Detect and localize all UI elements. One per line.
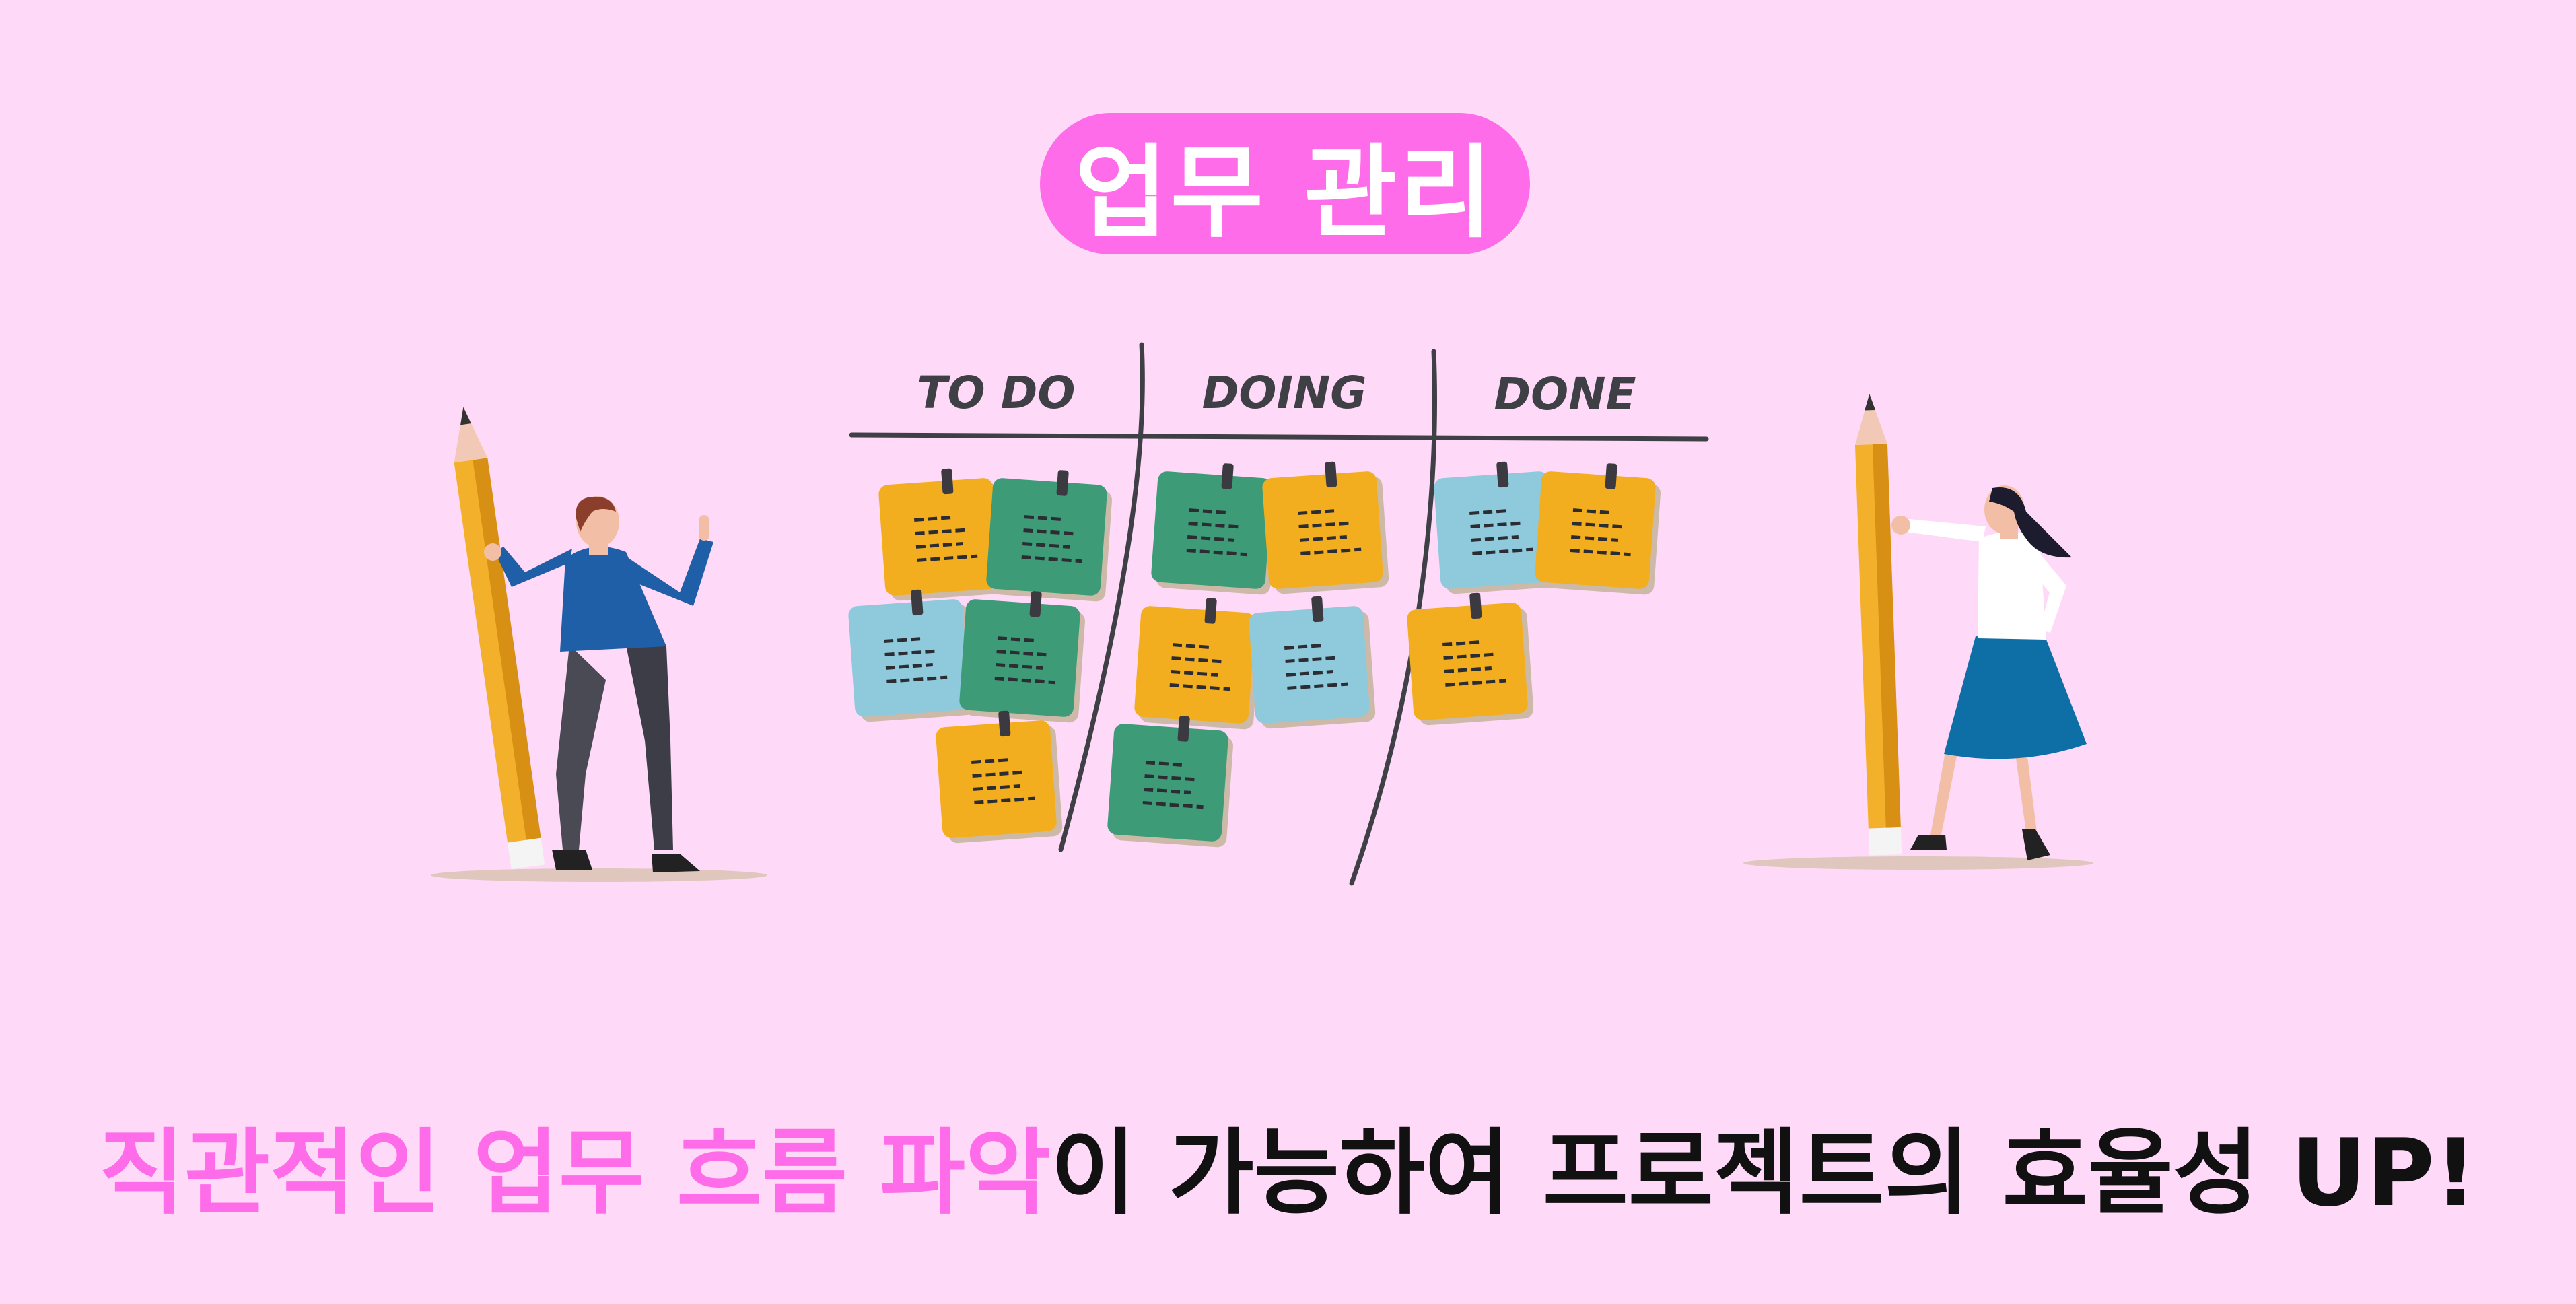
pin-icon [1311,596,1324,623]
sticky-note [1262,461,1389,594]
pin-icon [998,710,1011,737]
sticky-note [1535,463,1661,595]
pin-icon [1029,591,1042,617]
woman-figure [1891,485,2087,860]
sticky-note [1249,596,1376,729]
board-horizontal-line [849,432,1709,442]
sticky-note [878,468,1006,601]
tagline-highlight: 직관적인 업무 흐름 파악 [99,1119,1051,1227]
sticky-note [1134,598,1260,730]
sticky-note [959,591,1085,723]
woman-shadow [1743,856,2093,870]
sticky-note [1434,461,1561,594]
left-pencil [454,407,545,870]
column-label-doing: DOING [1202,367,1367,419]
man-shadow [431,868,767,882]
pin-icon [941,468,954,495]
board-divider-1 [1058,342,1145,852]
sticky-note [1107,716,1233,848]
title-badge: 업무 관리 [1040,113,1530,254]
tagline-rest: 이 가능하여 프로젝트의 효율성 UP! [1050,1119,2477,1227]
pin-icon [1496,461,1509,488]
sticky-note [1407,592,1534,726]
pin-icon [1177,716,1190,742]
pin-icon [1221,463,1234,489]
title-text: 업무 관리 [1074,134,1496,252]
sticky-note [986,470,1112,602]
sticky-note [848,589,975,722]
right-pencil [1854,394,1902,856]
column-label-done: DONE [1494,368,1636,420]
sticky-note [1151,463,1277,595]
pin-icon [1204,598,1217,624]
pin-icon [1469,592,1482,619]
column-label-todo: TO DO [917,367,1076,419]
pin-icon [1605,463,1617,489]
sticky-note [936,710,1063,844]
sticky-notes [848,461,1661,848]
pin-icon [1056,470,1069,496]
tagline: 직관적인 업무 흐름 파악이 가능하여 프로젝트의 효율성 UP! [0,1097,2576,1232]
man-figure [484,496,713,872]
pin-icon [911,589,924,616]
pin-icon [1325,461,1337,488]
